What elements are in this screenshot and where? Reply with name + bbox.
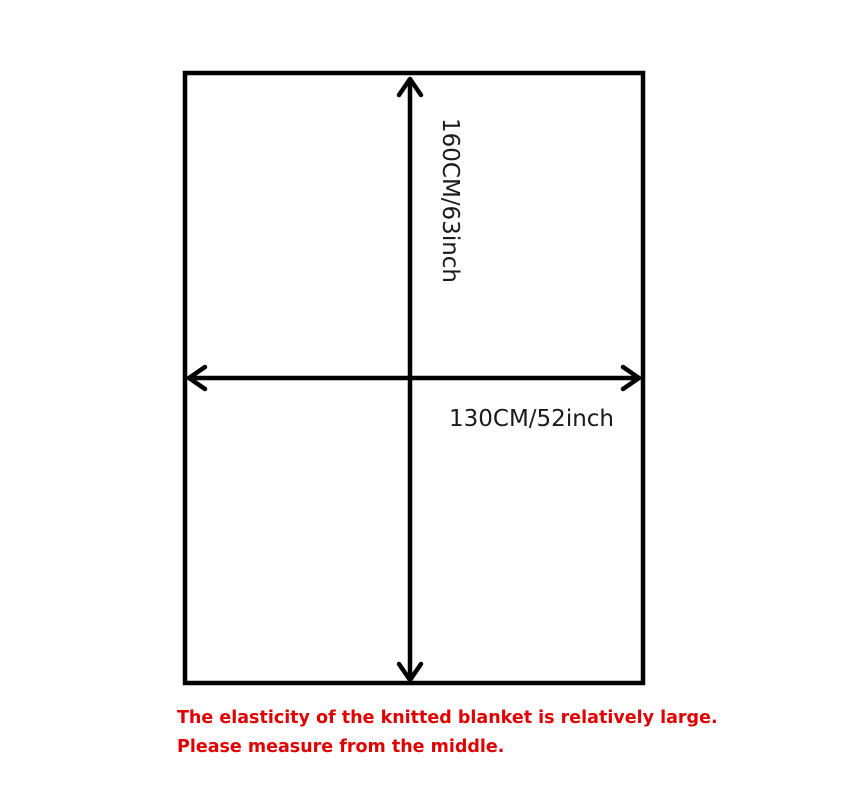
- height-arrow-head-top: [396, 76, 424, 98]
- note-line-2: Please measure from the middle.: [177, 737, 505, 757]
- width-label: 130CM/52inch: [449, 406, 614, 432]
- height-label: 160CM/63inch: [437, 118, 463, 283]
- height-arrow-head-bottom: [396, 661, 424, 683]
- width-arrow: [186, 364, 642, 392]
- note-line-1: The elasticity of the knitted blanket is…: [177, 708, 718, 728]
- width-arrow-head-right: [620, 364, 642, 392]
- width-arrow-head-left: [186, 364, 208, 392]
- blanket-outline: [182, 70, 646, 686]
- measurement-note: The elasticity of the knitted blanket is…: [177, 704, 718, 762]
